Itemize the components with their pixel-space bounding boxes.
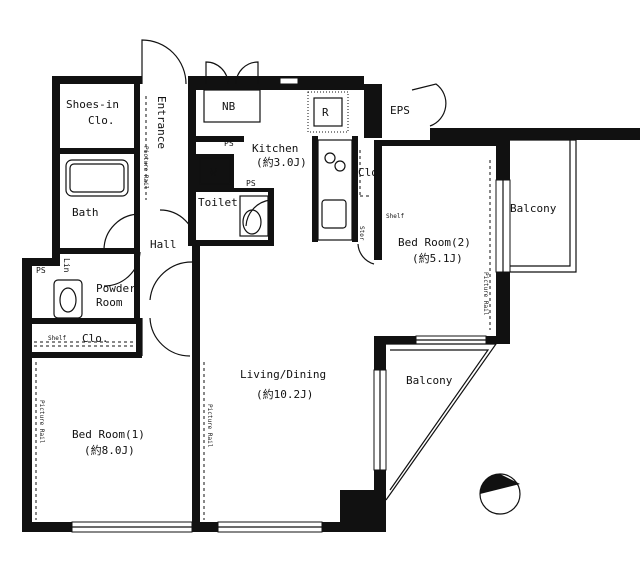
fixtures	[34, 89, 491, 520]
clo-kitchen-label: Clo.	[358, 166, 385, 179]
picture-rail-label-2: Picture Rail	[206, 404, 213, 448]
kitchen-area: (約3.0J)	[256, 155, 307, 169]
ps-kitchen-top-label: PS	[224, 139, 234, 148]
north-arrow-icon	[479, 473, 521, 515]
picture-rail-label-1: Picture Rail	[38, 400, 45, 444]
doors	[103, 39, 447, 357]
bedroom1-label: Bed Room(1)	[72, 428, 145, 441]
picture-rail-labels: Picture Rail Picture Rail Picture Rail P…	[38, 146, 489, 448]
living-dining-area: (約10.2J)	[256, 387, 313, 401]
living-dining-label: Living/Dining	[240, 368, 326, 381]
balcony-upper-label: Balcony	[510, 202, 557, 215]
powder-room-label: Powder	[96, 282, 136, 295]
windows	[71, 77, 511, 533]
inner-walls	[32, 84, 496, 528]
stor-label: Stor	[358, 226, 365, 241]
eps-label: EPS	[390, 104, 410, 117]
shelf-kitchen-label: Shelf	[386, 213, 404, 220]
clo-left-label: Clo.	[82, 332, 109, 345]
balcony-outlines	[385, 139, 577, 501]
nb-label: NB	[222, 100, 236, 113]
entrance-label: Entrance	[155, 96, 168, 149]
powder-room-label-2: Room	[96, 296, 123, 309]
ps-kitchen-side-label: PS	[246, 179, 256, 188]
storage-labels: PS PS PS Clo. Shelf Shelf Clo. Stor	[36, 139, 404, 345]
ps-left-label: PS	[36, 266, 46, 275]
hall-label: Hall	[150, 238, 177, 251]
bedroom2-label: Bed Room(2)	[398, 236, 471, 249]
picture-rail-label-3: Picture Rail	[482, 272, 489, 316]
bedroom2-area: (約5.1J)	[412, 251, 463, 265]
balcony-lower-label: Balcony	[406, 374, 453, 387]
shoes-in-clo-label: Clo.	[88, 114, 115, 127]
shoes-in-label: Shoes-in	[66, 98, 119, 111]
toilet-label: Toilet	[198, 196, 238, 209]
room-labels: Shoes-in Clo. Entrance NB Kitchen (約3.0J…	[62, 96, 557, 457]
washer-label: W	[210, 166, 217, 179]
bedroom1-area: (約8.0J)	[84, 443, 135, 457]
lin-label: Lin	[62, 258, 71, 273]
shelf-left-label: Shelf	[48, 335, 66, 342]
range-label: R	[322, 106, 329, 119]
kitchen-label: Kitchen	[252, 142, 298, 155]
bath-label: Bath	[72, 206, 99, 219]
picture-rail-label-4: Picture Rail	[142, 146, 149, 190]
